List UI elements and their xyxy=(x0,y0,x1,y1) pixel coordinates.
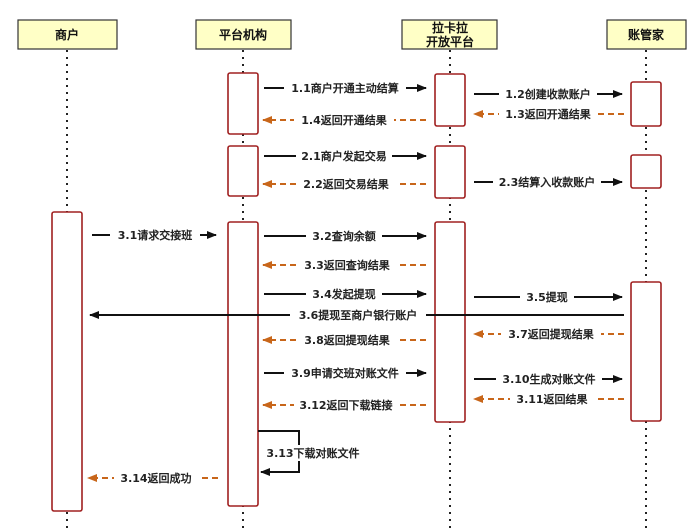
message-arrow: 3.4发起提现 xyxy=(264,286,427,302)
message-label: 3.6提现至商户银行账户 xyxy=(299,308,418,322)
activation-platform xyxy=(227,145,259,197)
message-arrow: 3.14返回成功 xyxy=(87,470,218,486)
participant-platform: 平台机构 xyxy=(195,19,292,50)
message-label: 3.10生成对账文件 xyxy=(502,372,595,386)
message-arrow: 3.2查询余额 xyxy=(264,228,427,244)
participant-ledger: 账管家 xyxy=(606,19,687,50)
self-message-arrow: 3.13下载对账文件 xyxy=(258,430,364,476)
activation-ledger xyxy=(630,154,662,189)
message-label: 3.14返回成功 xyxy=(120,471,191,485)
message-arrow: 3.6提现至商户银行账户 xyxy=(89,307,624,323)
activation-lakala xyxy=(434,73,466,127)
message-label: 3.8返回提现结果 xyxy=(304,333,390,347)
participant-label: 拉卡拉 xyxy=(432,20,468,35)
activation-lakala xyxy=(434,221,466,423)
message-label: 3.5提现 xyxy=(526,290,568,304)
message-label: 2.1商户发起交易 xyxy=(301,149,387,163)
message-label: 3.1请求交接班 xyxy=(118,228,193,242)
message-label: 2.2返回交易结果 xyxy=(303,177,389,191)
participant-label: 平台机构 xyxy=(219,27,267,42)
message-label: 3.11返回结果 xyxy=(516,392,587,406)
message-arrow: 3.11返回结果 xyxy=(473,391,624,407)
message-arrow: 1.1商户开通主动结算 xyxy=(264,80,427,96)
message-list: 1.1商户开通主动结算 1.2创建收款账户 1.3返回开通结果 1.4返回开通结… xyxy=(87,80,624,486)
participant-label: 开放平台 xyxy=(426,34,474,49)
message-label: 3.3返回查询结果 xyxy=(304,258,390,272)
message-label: 1.1商户开通主动结算 xyxy=(291,81,399,95)
participant-merchant: 商户 xyxy=(17,19,118,50)
message-arrow: 1.2创建收款账户 xyxy=(474,86,623,102)
message-arrow: 2.3结算入收款账户 xyxy=(474,174,623,190)
activation-merchant xyxy=(51,211,83,512)
message-arrow: 2.1商户发起交易 xyxy=(264,148,427,164)
participant-label: 商户 xyxy=(55,27,79,42)
message-label: 3.7返回提现结果 xyxy=(508,327,594,341)
message-label: 1.2创建收款账户 xyxy=(505,87,591,101)
message-arrow: 3.5提现 xyxy=(474,289,623,305)
activation-platform xyxy=(227,221,259,507)
message-arrow: 2.2返回交易结果 xyxy=(262,176,426,192)
message-arrow: 3.8返回提现结果 xyxy=(262,332,426,348)
message-arrow: 3.7返回提现结果 xyxy=(473,326,624,342)
activation-lakala xyxy=(434,145,466,199)
participant-lakala: 拉卡拉 开放平台 xyxy=(401,19,498,50)
message-label: 3.9申请交班对账文件 xyxy=(291,366,399,380)
message-arrow: 1.4返回开通结果 xyxy=(262,112,426,128)
message-arrow: 1.3返回开通结果 xyxy=(473,106,624,122)
message-arrow: 3.3返回查询结果 xyxy=(262,257,426,273)
message-arrow: 3.9申请交班对账文件 xyxy=(264,365,427,381)
activation-platform xyxy=(227,72,259,135)
activation-ledger xyxy=(630,81,662,127)
message-label: 3.12返回下载链接 xyxy=(299,398,392,412)
message-arrow: 3.1请求交接班 xyxy=(92,227,217,243)
message-label: 3.2查询余额 xyxy=(312,229,376,243)
participant-label: 账管家 xyxy=(628,27,665,42)
activation-ledger xyxy=(630,281,662,422)
message-arrow: 3.12返回下载链接 xyxy=(262,397,426,413)
message-arrow: 3.10生成对账文件 xyxy=(474,371,623,387)
message-label: 1.3返回开通结果 xyxy=(505,107,591,121)
message-label: 3.13下载对账文件 xyxy=(266,446,359,460)
message-label: 2.3结算入收款账户 xyxy=(499,175,596,189)
message-label: 1.4返回开通结果 xyxy=(301,113,387,127)
message-label: 3.4发起提现 xyxy=(312,287,376,301)
